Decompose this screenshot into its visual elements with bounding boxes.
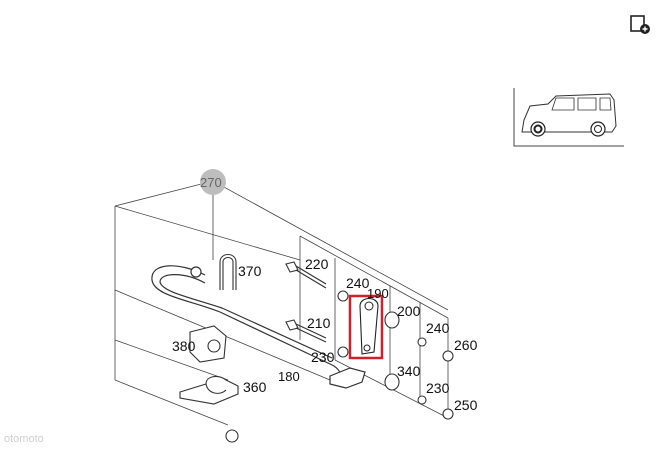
callout-220[interactable]: 220 xyxy=(305,256,329,272)
vehicle-thumbnail xyxy=(513,88,624,147)
highlighted-part-190[interactable] xyxy=(348,294,384,360)
callout-340[interactable]: 340 xyxy=(397,363,421,379)
nuts-washers xyxy=(225,290,454,443)
callout-230b[interactable]: 230 xyxy=(426,380,450,396)
callout-200[interactable]: 200 xyxy=(397,303,421,319)
callout-240b[interactable]: 240 xyxy=(426,320,450,336)
bolt-parts xyxy=(285,261,327,343)
u-bolt-part xyxy=(219,253,237,290)
callout-360[interactable]: 360 xyxy=(243,379,267,395)
callout-250[interactable]: 250 xyxy=(454,397,478,413)
callout-240a[interactable]: 240 xyxy=(346,275,370,291)
note-add-icon[interactable] xyxy=(630,15,650,34)
callout-260[interactable]: 260 xyxy=(454,337,478,353)
bracket-part xyxy=(179,375,239,405)
callout-270-circle xyxy=(200,169,226,195)
callout-190[interactable]: 190 xyxy=(367,286,389,301)
rubber-bushing-part xyxy=(189,325,227,363)
watermark-text: otomoto xyxy=(4,433,44,445)
stabilizer-bar xyxy=(151,265,366,389)
callout-210[interactable]: 210 xyxy=(307,315,331,331)
callout-230a[interactable]: 230 xyxy=(311,349,335,365)
callout-270[interactable]: 270 xyxy=(200,175,222,190)
callout-370[interactable]: 370 xyxy=(238,263,262,279)
callout-180[interactable]: 180 xyxy=(278,369,300,384)
callout-380[interactable]: 380 xyxy=(172,338,196,354)
